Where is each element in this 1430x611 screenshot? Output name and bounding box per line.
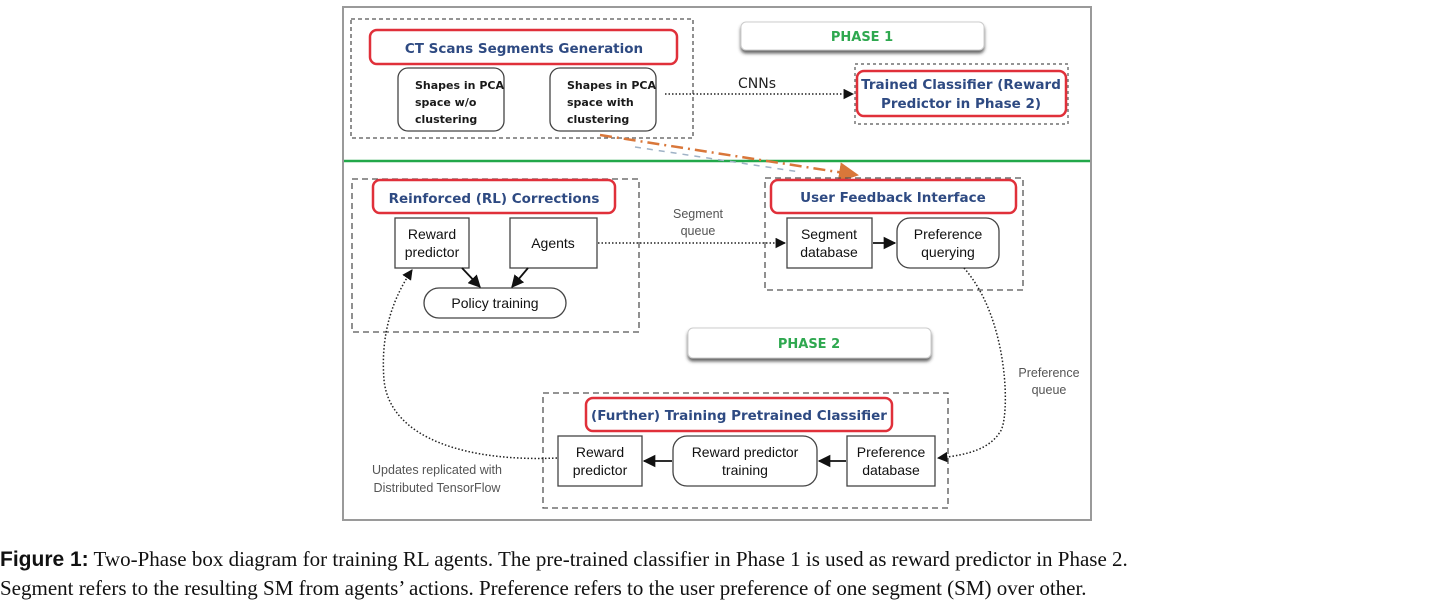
svg-text:space w/o: space w/o [415, 96, 477, 109]
two-phase-diagram: PHASE 1 CT Scans Segments Generation Sha… [342, 6, 1092, 521]
node-preference-database: Preference database [846, 435, 936, 487]
svg-text:Trained Classifier (Reward: Trained Classifier (Reward [861, 77, 1061, 93]
preference-queue-label-1: Preference [1018, 366, 1079, 380]
agents-to-policy-arrow [511, 267, 529, 288]
svg-text:database: database [800, 244, 858, 260]
svg-text:training: training [722, 462, 768, 478]
svg-text:predictor: predictor [573, 462, 628, 478]
rl-corrections-title: Reinforced (RL) Corrections [389, 191, 600, 207]
trained-classifier-group: Trained Classifier (Reward Predictor in … [854, 63, 1069, 125]
ct-scans-title: CT Scans Segments Generation [405, 41, 643, 57]
svg-text:Preference: Preference [857, 444, 926, 460]
updates-note-1: Updates replicated with [372, 463, 502, 477]
node-pca-without-clustering: Shapes in PCA space w/o clustering [397, 67, 505, 132]
svg-text:predictor: predictor [405, 244, 460, 260]
caption-line-1: Figure 1: Two-Phase box diagram for trai… [0, 547, 1128, 571]
preference-queue-label-2: queue [1032, 383, 1067, 397]
svg-text:Shapes in PCA: Shapes in PCA [415, 79, 504, 92]
figure-caption: Figure 1: Two-Phase box diagram for trai… [0, 545, 1430, 602]
user-feedback-group: User Feedback Interface Segment database… [764, 177, 1024, 291]
svg-text:space with: space with [567, 96, 634, 109]
node-policy-training: Policy training [423, 287, 567, 319]
preference-queue-arrow [936, 267, 1007, 463]
node-reward-predictor-training: Reward predictor training [672, 435, 818, 487]
svg-text:clustering: clustering [415, 113, 477, 126]
caption-label: Figure 1: [0, 548, 89, 571]
svg-text:Shapes in PCA: Shapes in PCA [567, 79, 656, 92]
phase2-label: PHASE 2 [778, 337, 840, 352]
ct-scans-title-box [368, 28, 679, 66]
classifier-transfer-arrow-shadow [634, 146, 801, 173]
cnns-label: CNNs [738, 76, 776, 92]
segment-queue-label-2: queue [681, 224, 716, 238]
node-reward-predictor-rl: Reward predictor [394, 217, 470, 269]
svg-text:clustering: clustering [567, 113, 629, 126]
node-reward-predictor-phase2: Reward predictor [557, 435, 643, 487]
node-preference-querying: Preference querying [896, 217, 1000, 269]
phase1-label: PHASE 1 [831, 30, 893, 45]
further-training-group: (Further) Training Pretrained Classifier… [542, 392, 949, 509]
svg-text:querying: querying [921, 244, 975, 260]
svg-text:Policy training: Policy training [451, 295, 538, 311]
phase2-banner: PHASE 2 [687, 327, 932, 359]
user-feedback-title: User Feedback Interface [800, 190, 986, 206]
node-segment-database: Segment database [786, 217, 873, 269]
phase1-banner: PHASE 1 [740, 21, 985, 51]
svg-text:Reward: Reward [408, 226, 456, 242]
svg-text:Agents: Agents [531, 235, 575, 251]
reward-to-policy-arrow [461, 267, 481, 288]
segment-queue-label-1: Segment [673, 207, 724, 221]
svg-text:Reward: Reward [576, 444, 624, 460]
node-agents: Agents [509, 217, 598, 269]
svg-text:Preference: Preference [914, 226, 983, 242]
classifier-transfer-arrow [599, 133, 859, 183]
updates-note-2: Distributed TensorFlow [374, 481, 502, 495]
node-pca-with-clustering: Shapes in PCA space with clustering [549, 67, 657, 132]
rl-corrections-group: Reinforced (RL) Corrections Reward predi… [351, 178, 640, 333]
svg-text:Predictor in Phase 2): Predictor in Phase 2) [881, 96, 1041, 112]
caption-line-2: Segment refers to the resulting SM from … [0, 576, 1087, 600]
svg-text:database: database [862, 462, 920, 478]
further-training-title: (Further) Training Pretrained Classifier [591, 408, 887, 424]
svg-text:Reward predictor: Reward predictor [692, 444, 799, 460]
svg-text:Segment: Segment [801, 226, 857, 242]
ct-scans-group: CT Scans Segments Generation Shapes in P… [350, 18, 694, 139]
